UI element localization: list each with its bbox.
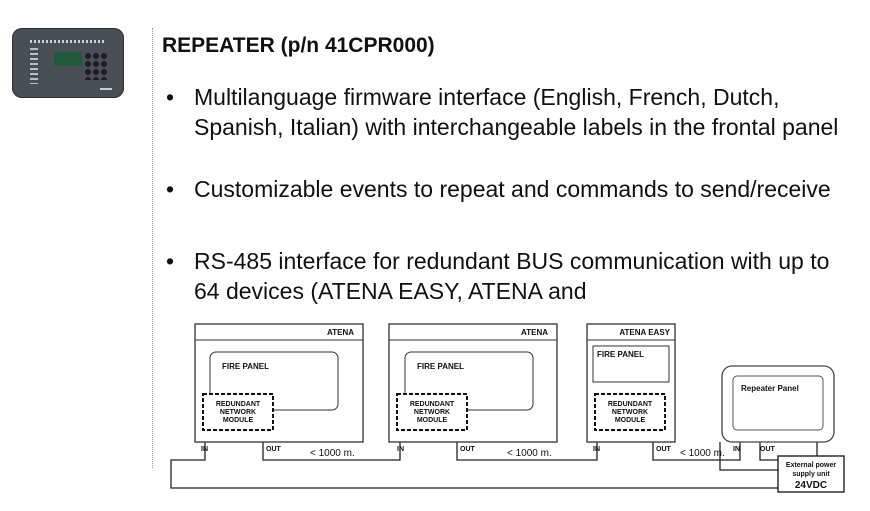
port-in-label: IN <box>201 446 208 453</box>
module-label-line: MODULE <box>223 417 254 424</box>
module-label-line: REDUNDANT <box>410 401 455 408</box>
module-label-line: REDUNDANT <box>216 401 261 408</box>
distance-label: < 1000 m. <box>310 448 355 459</box>
port-out-label: OUT <box>656 446 672 453</box>
redundant-network-module <box>594 393 666 431</box>
repeater-product-image <box>12 28 124 98</box>
panel-brand-label: ATENA <box>327 328 354 337</box>
bullet-item: Multilanguage firmware interface (Englis… <box>162 82 852 174</box>
port-in-label: IN <box>733 446 740 453</box>
fire-panel-3: ATENA EASY FIRE PANEL REDUNDANT NETWORK … <box>586 323 676 453</box>
module-label-line: REDUNDANT <box>608 401 653 408</box>
distance-label: < 1000 m. <box>680 448 725 459</box>
panel-screen-label: FIRE PANEL <box>597 350 644 359</box>
repeater-panel: Repeater Panel IN OUT <box>721 365 835 453</box>
port-in-label: IN <box>397 446 404 453</box>
bullet-item: RS-485 interface for redundant BUS commu… <box>162 246 852 318</box>
network-diagram: ATENA FIRE PANEL REDUNDANT NETWORK MODUL… <box>155 320 860 501</box>
module-label-line: NETWORK <box>414 409 450 416</box>
repeater-panel-label: Repeater Panel <box>741 384 799 393</box>
port-out-label: OUT <box>760 446 776 453</box>
bullet-item: Customizable events to repeat and comman… <box>162 174 852 246</box>
panel-screen-label: FIRE PANEL <box>417 362 464 371</box>
distance-label: < 1000 m. <box>507 448 552 459</box>
psu-voltage-label: 24VDC <box>795 480 827 491</box>
panel-brand-label: ATENA <box>521 328 548 337</box>
lcd-display <box>54 52 82 66</box>
port-in-label: IN <box>593 446 600 453</box>
keypad <box>84 52 108 80</box>
rs485-bus <box>170 442 818 489</box>
psu-label-line: External power <box>786 462 836 469</box>
psu-label-line: supply unit <box>792 471 830 478</box>
slide-title: REPEATER (p/n 41CPR000) <box>162 34 435 57</box>
redundant-network-module <box>202 393 274 431</box>
module-label-line: NETWORK <box>220 409 256 416</box>
power-supply-unit: External power supply unit 24VDC <box>777 455 845 493</box>
module-label-line: NETWORK <box>612 409 648 416</box>
led-column <box>30 48 38 84</box>
dotted-divider <box>152 28 153 468</box>
port-out-label: OUT <box>460 446 476 453</box>
module-label-line: MODULE <box>417 417 448 424</box>
port-out-label: OUT <box>266 446 282 453</box>
module-label-line: MODULE <box>615 417 646 424</box>
panel-brand-label: ATENA EASY <box>619 328 670 337</box>
redundant-network-module <box>396 393 468 431</box>
brand-mark <box>100 88 112 90</box>
led-row <box>30 40 106 43</box>
bullet-list: Multilanguage firmware interface (Englis… <box>162 82 852 318</box>
fire-panel-2: ATENA FIRE PANEL REDUNDANT NETWORK MODUL… <box>388 323 558 453</box>
panel-screen-label: FIRE PANEL <box>222 362 269 371</box>
fire-panel-1: ATENA FIRE PANEL REDUNDANT NETWORK MODUL… <box>194 323 364 453</box>
